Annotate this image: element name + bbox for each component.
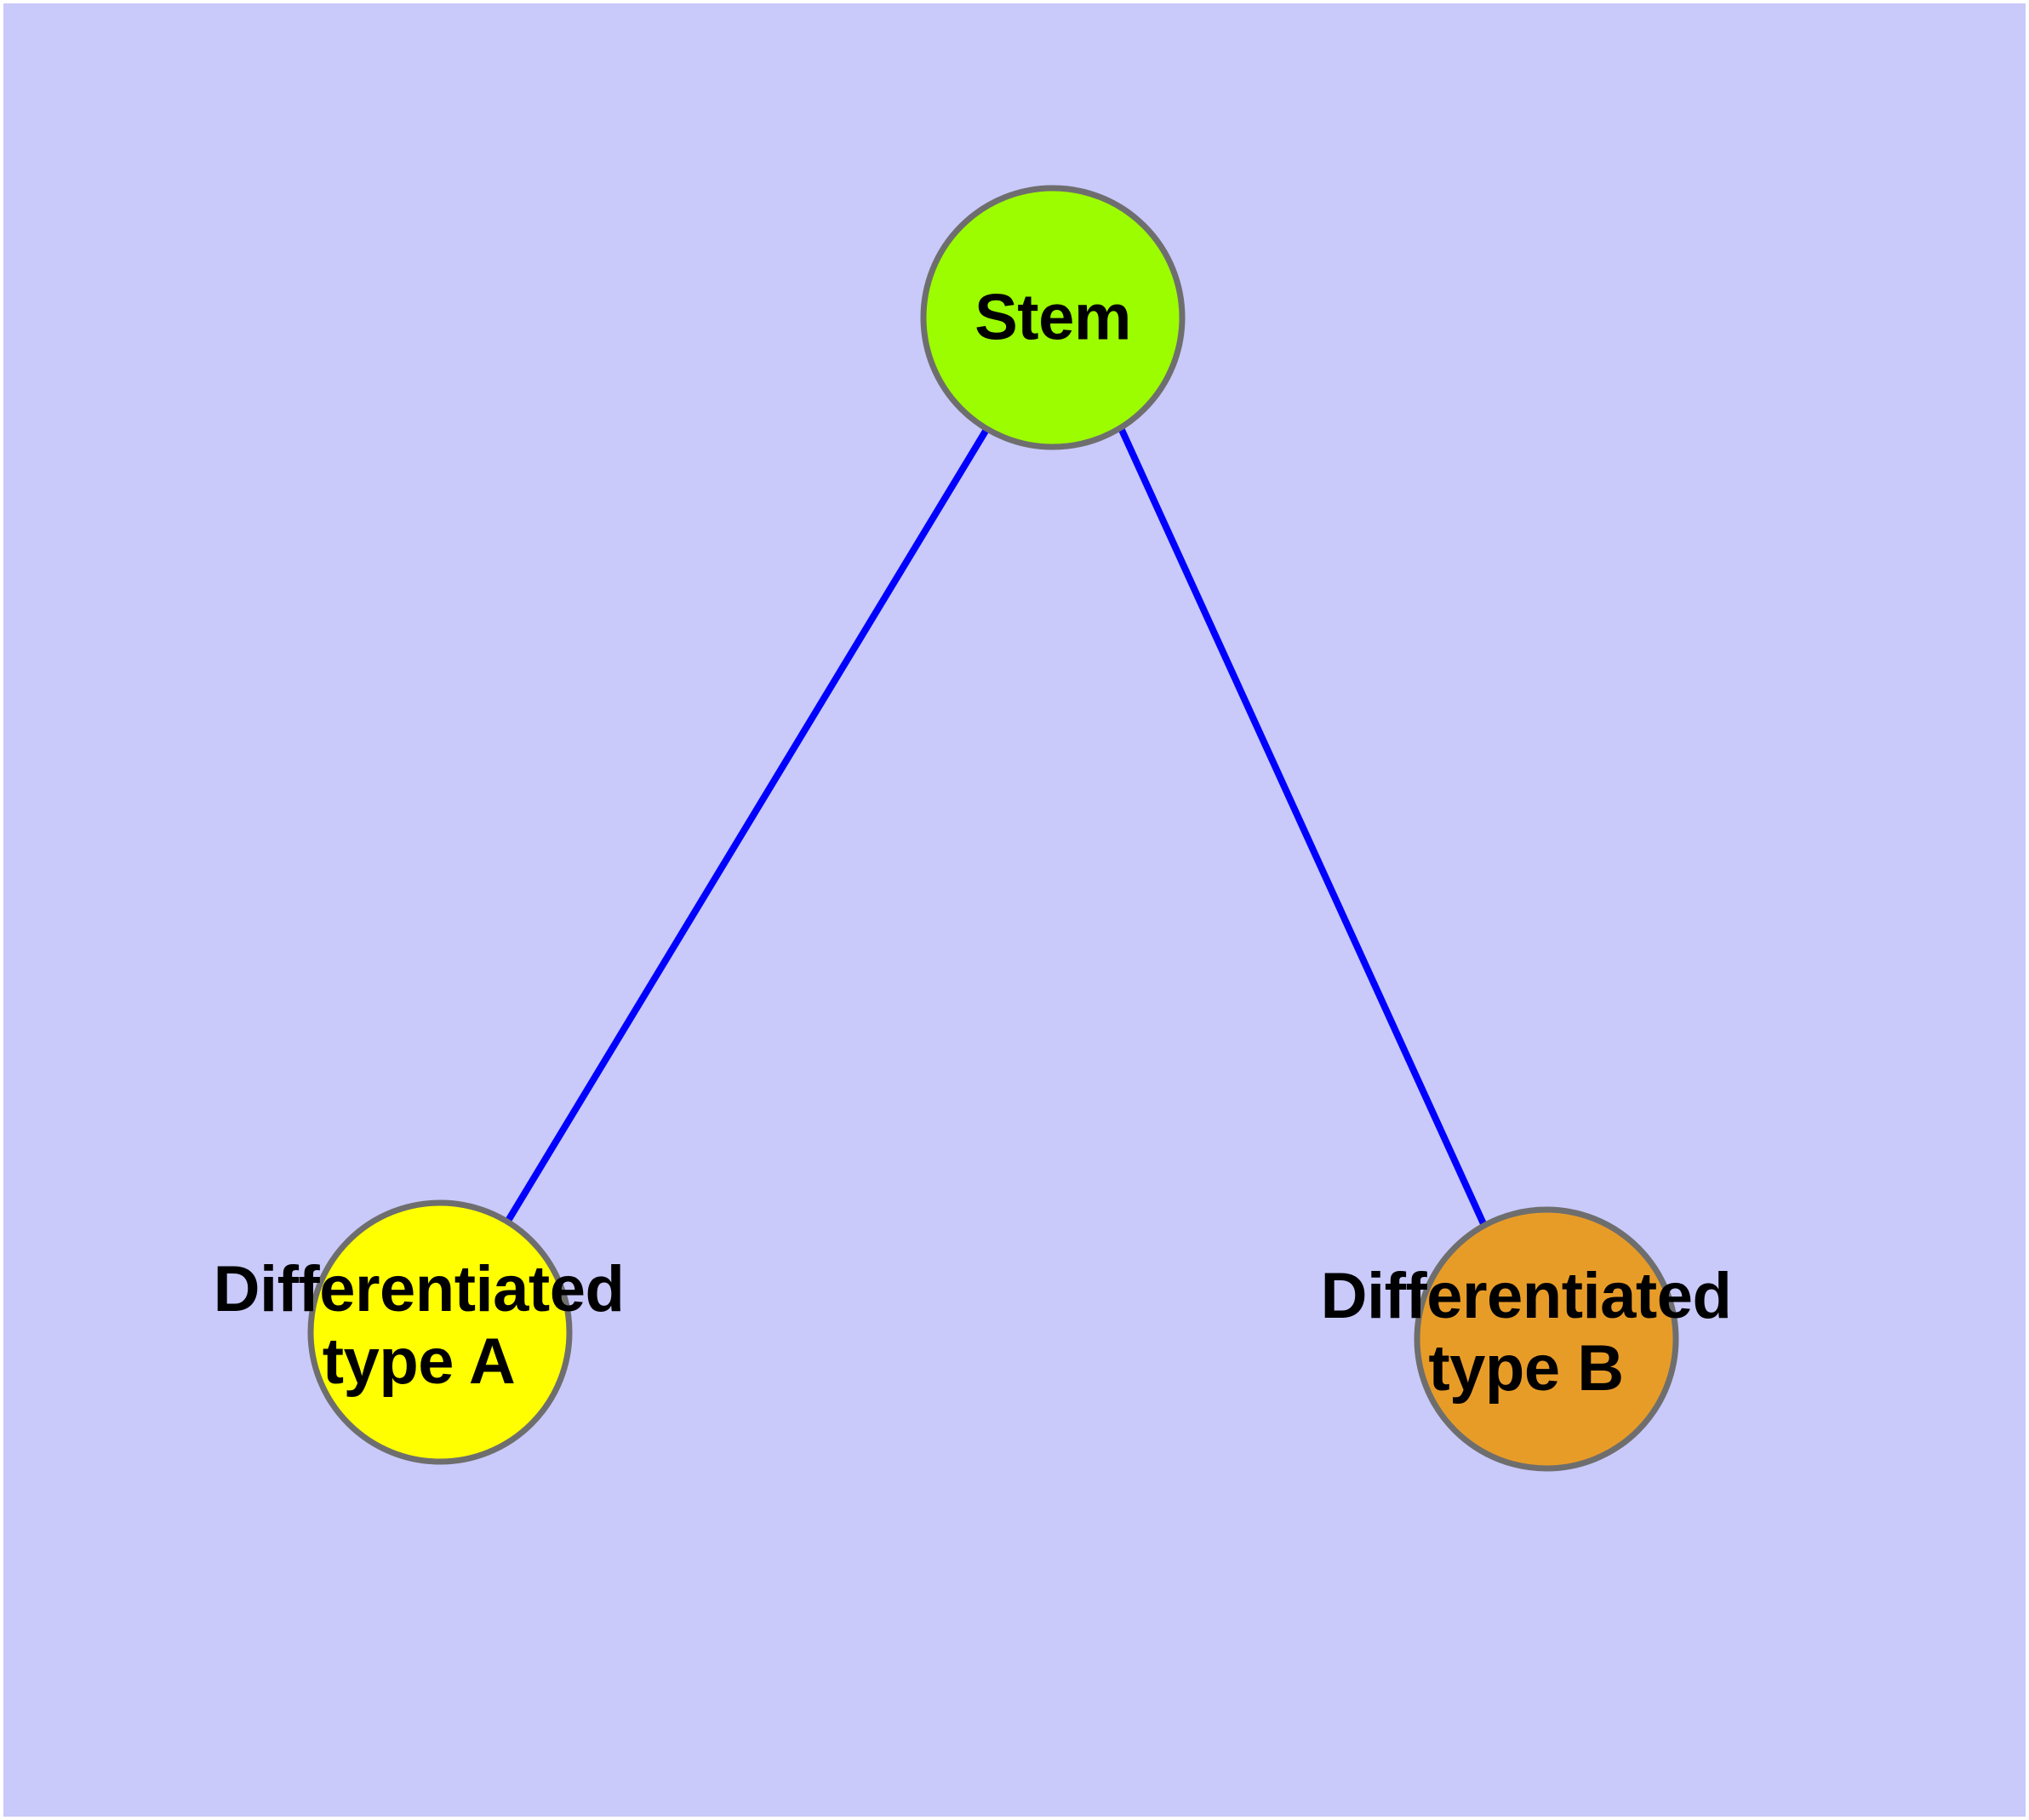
node-layer	[307, 185, 1679, 1472]
edge-layer	[505, 426, 1489, 1229]
node-circle-stem[interactable]	[920, 185, 1186, 450]
node-circle-diff-b[interactable]	[1414, 1206, 1679, 1472]
edge-stem-to-diff-a[interactable]	[505, 426, 991, 1223]
node-circle-diff-a[interactable]	[307, 1199, 573, 1465]
edge-stem-to-diff-b[interactable]	[1118, 428, 1489, 1229]
